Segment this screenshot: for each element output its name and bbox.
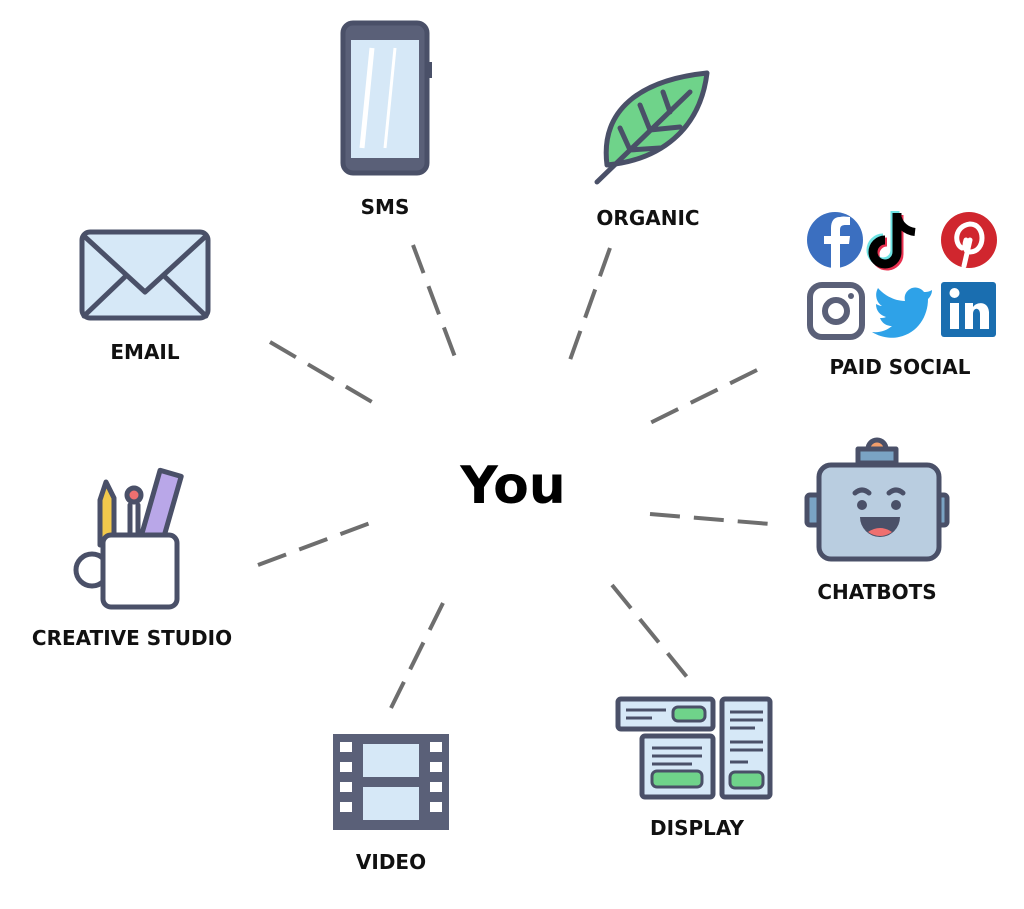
robot-icon [804, 437, 950, 562]
linkedin-icon [941, 282, 996, 337]
display-ads-icon [615, 696, 773, 800]
leaf-icon [594, 70, 710, 185]
connector-sms [411, 244, 457, 358]
display-label: DISPLAY [650, 816, 744, 840]
email-label: EMAIL [110, 340, 179, 364]
instagram-icon [807, 282, 865, 340]
connector-chatbots [649, 512, 771, 526]
center-label: You [459, 456, 566, 516]
pinterest-icon [941, 212, 997, 269]
paid-social-label: PAID SOCIAL [829, 355, 970, 379]
facebook-icon [807, 212, 863, 268]
social-media-icons [807, 211, 997, 340]
connector-organic [568, 247, 612, 361]
connector-email [268, 340, 374, 404]
chatbots-label: CHATBOTS [817, 580, 936, 604]
connector-video [389, 602, 445, 709]
organic-label: ORGANIC [596, 206, 699, 230]
sms-label: SMS [361, 195, 410, 219]
twitter-icon [872, 287, 932, 338]
video-label: VIDEO [356, 850, 426, 874]
pencil-cup-icon [73, 467, 184, 610]
creative-studio-label: CREATIVE STUDIO [32, 626, 232, 650]
connector-paid-social [649, 368, 758, 425]
film-strip-icon [333, 734, 449, 830]
connector-display [610, 583, 689, 679]
connectors [257, 244, 771, 709]
smartphone-icon [340, 20, 432, 176]
tiktok-icon [866, 211, 916, 271]
connector-creative-studio [257, 521, 371, 567]
envelope-icon [79, 229, 211, 321]
